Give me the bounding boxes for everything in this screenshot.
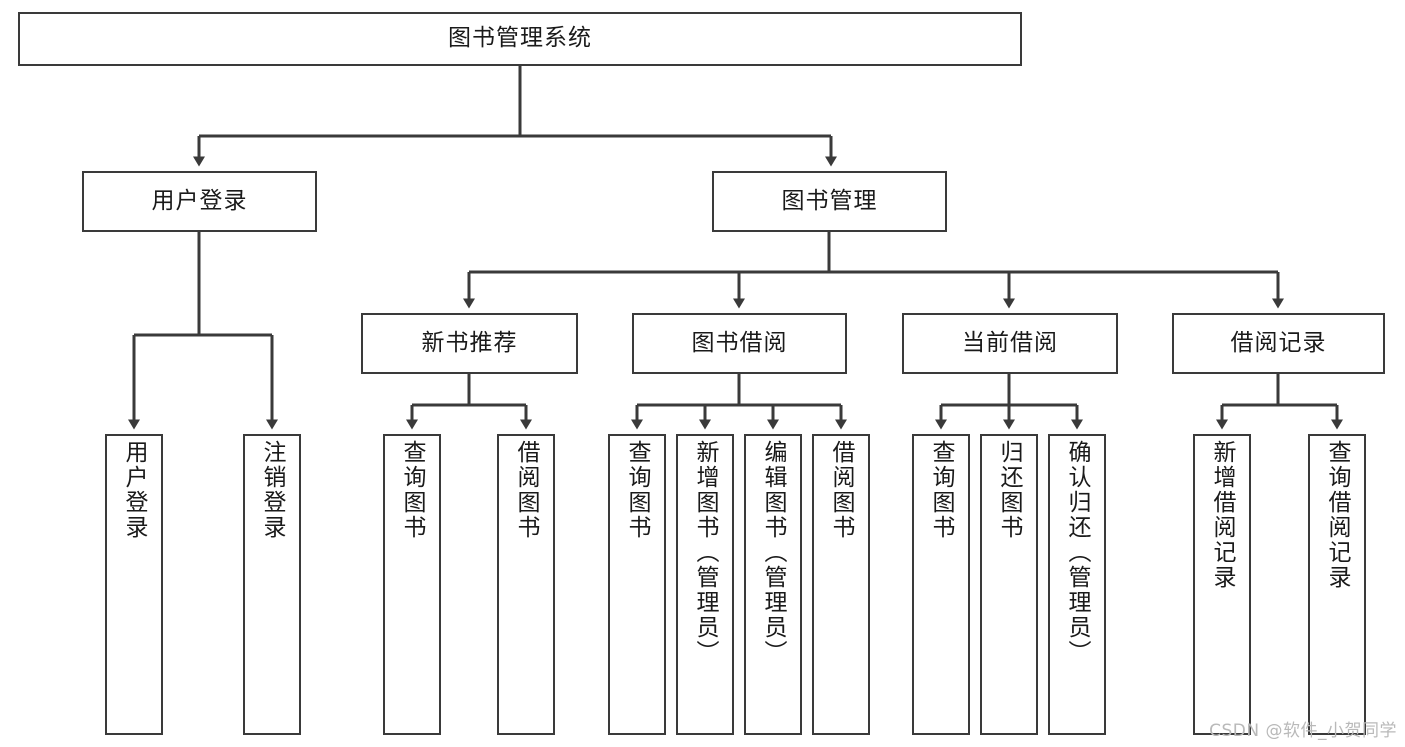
node-book-borrow[interactable]: 图书借阅	[632, 313, 847, 374]
node-current-borrow-label: 当前借阅	[962, 329, 1058, 356]
leaf-label: 新增借阅记录	[1209, 440, 1236, 590]
leaf-label: 新增图书（管理员）	[692, 440, 719, 665]
leaf-borrow-record-0[interactable]: 新增借阅记录	[1193, 434, 1251, 735]
leaf-label: 查询图书	[399, 440, 426, 540]
leaf-book-borrow-2[interactable]: 编辑图书（管理员）	[744, 434, 802, 735]
leaf-label: 注销登录	[259, 440, 286, 540]
leaf-borrow-record-1[interactable]: 查询借阅记录	[1308, 434, 1366, 735]
node-book-borrow-label: 图书借阅	[691, 329, 788, 356]
leaf-new-book-rec-1[interactable]: 借阅图书	[497, 434, 555, 735]
node-new-book-rec-label: 新书推荐	[421, 329, 518, 356]
node-user-login[interactable]: 用户登录	[82, 171, 317, 232]
leaf-label: 查询借阅记录	[1324, 440, 1351, 590]
leaf-book-borrow-1[interactable]: 新增图书（管理员）	[676, 434, 734, 735]
watermark: CSDN @软件_小贺同学	[1209, 721, 1397, 741]
node-book-manage-label: 图书管理	[781, 187, 878, 214]
node-borrow-record-label: 借阅记录	[1230, 329, 1327, 356]
leaf-current-borrow-0[interactable]: 查询图书	[912, 434, 970, 735]
leaf-new-book-rec-0[interactable]: 查询图书	[383, 434, 441, 735]
node-current-borrow[interactable]: 当前借阅	[902, 313, 1118, 374]
leaf-book-borrow-3[interactable]: 借阅图书	[812, 434, 870, 735]
leaf-current-borrow-2[interactable]: 确认归还（管理员）	[1048, 434, 1106, 735]
leaf-user-login-0[interactable]: 用户登录	[105, 434, 163, 735]
leaf-current-borrow-1[interactable]: 归还图书	[980, 434, 1038, 735]
node-new-book-rec[interactable]: 新书推荐	[361, 313, 578, 374]
leaf-label: 查询图书	[928, 440, 955, 540]
leaf-label: 查询图书	[624, 440, 651, 540]
leaf-label: 确认归还（管理员）	[1064, 440, 1091, 665]
leaf-book-borrow-0[interactable]: 查询图书	[608, 434, 666, 735]
leaf-label: 借阅图书	[828, 440, 855, 540]
leaf-label: 编辑图书（管理员）	[760, 440, 787, 665]
leaf-user-login-1[interactable]: 注销登录	[243, 434, 301, 735]
leaf-label: 归还图书	[996, 440, 1023, 540]
leaf-label: 借阅图书	[513, 440, 540, 540]
node-book-manage[interactable]: 图书管理	[712, 171, 947, 232]
node-borrow-record[interactable]: 借阅记录	[1172, 313, 1385, 374]
leaf-label: 用户登录	[121, 440, 148, 540]
node-user-login-label: 用户登录	[151, 187, 248, 214]
node-root[interactable]: 图书管理系统	[18, 12, 1022, 66]
node-root-label: 图书管理系统	[448, 25, 592, 52]
